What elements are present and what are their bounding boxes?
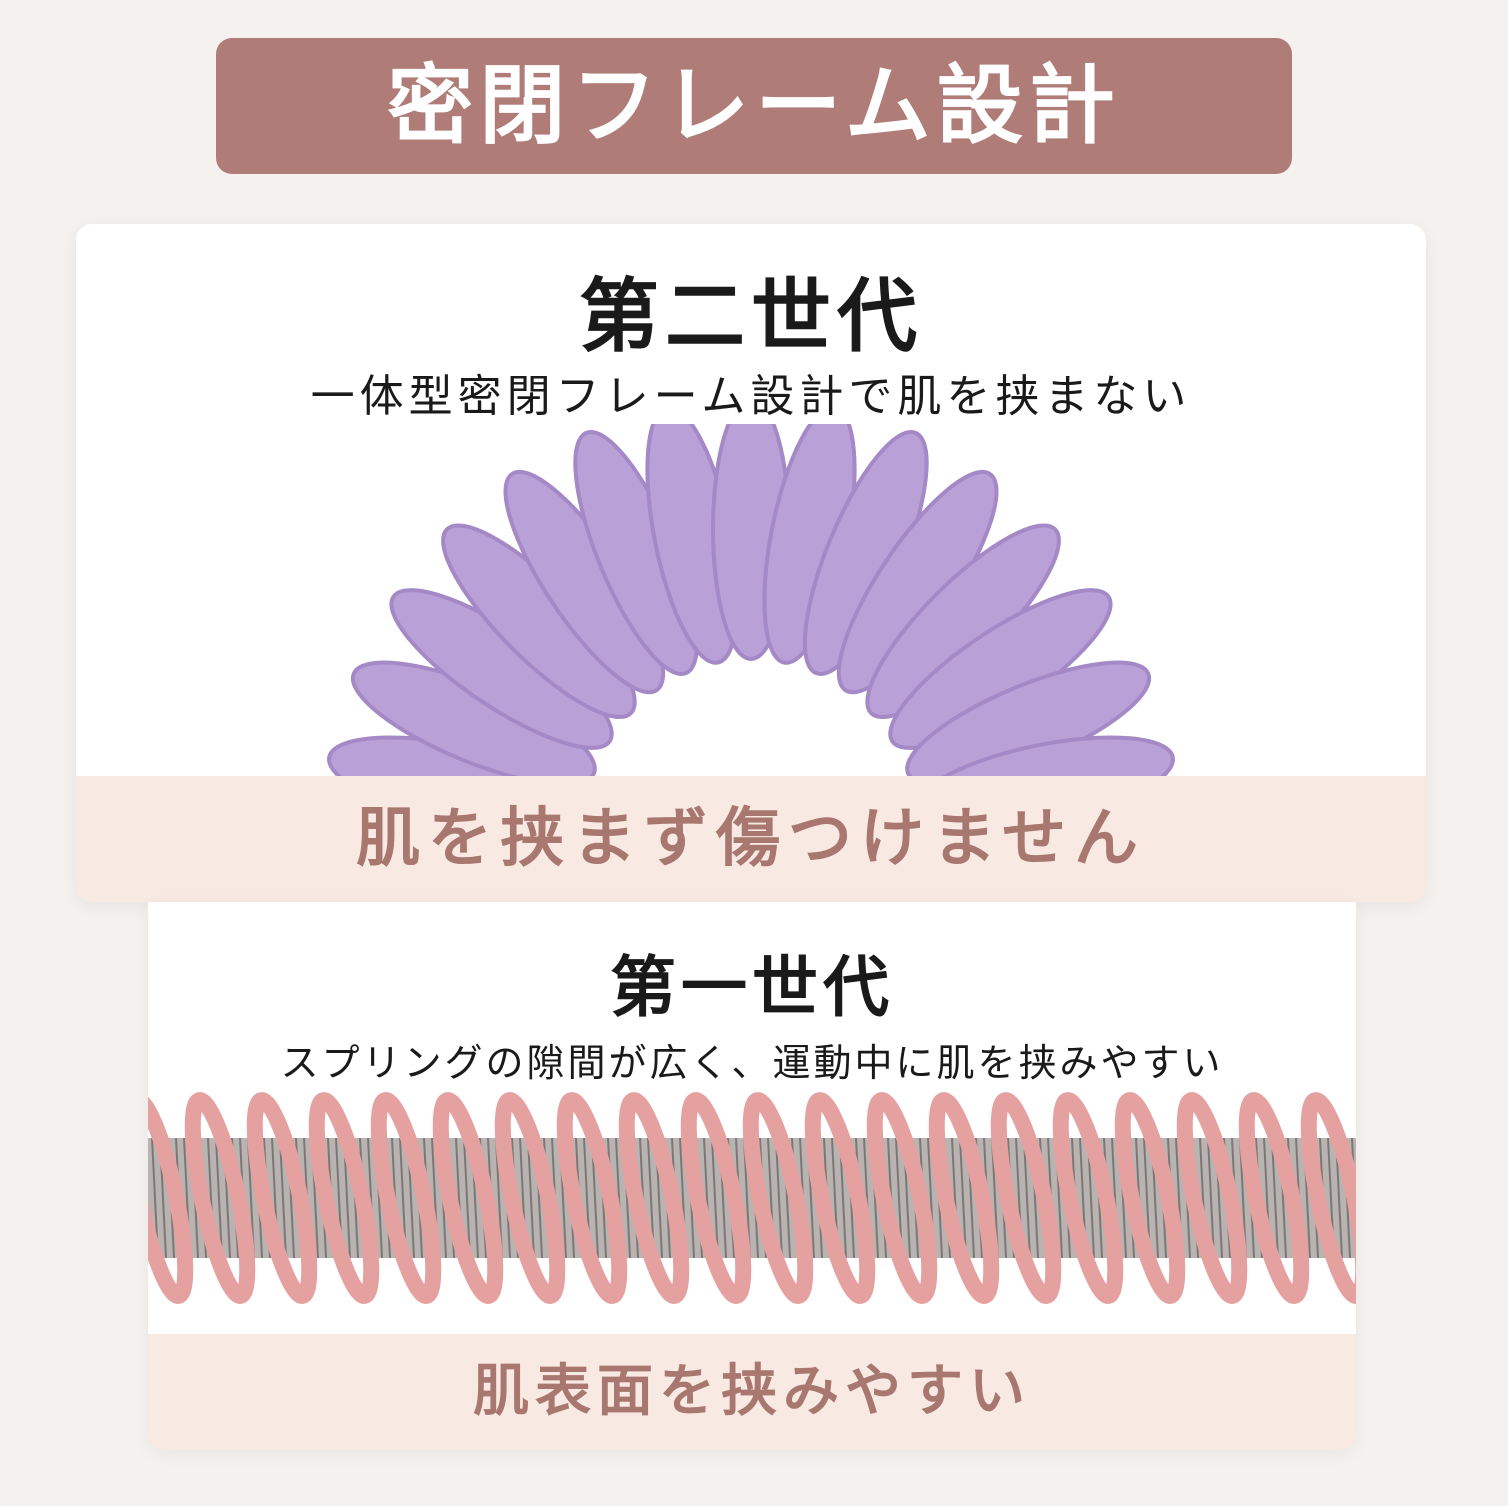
pink-coil: [680, 1092, 752, 1304]
pink-coil: [618, 1092, 690, 1304]
second-generation-caption: 肌を挟まず傷つけません: [76, 776, 1426, 902]
spring-image: [148, 1092, 1356, 1304]
pink-coil: [148, 1092, 194, 1304]
spring-coil: [279, 1137, 287, 1259]
pink-coil: [1176, 1092, 1248, 1304]
spring-coil: [711, 1137, 719, 1259]
spring-coil: [1207, 1137, 1215, 1259]
pink-coil: [1052, 1092, 1124, 1304]
spring-coil: [1023, 1137, 1031, 1259]
first-generation-subtitle: スプリングの隙間が広く、運動中に肌を挟みやすい: [280, 1041, 1224, 1085]
sealed-frame-image: [327, 424, 1175, 776]
pink-coil: [432, 1092, 504, 1304]
pink-coil: [866, 1092, 938, 1304]
pink-coil: [1300, 1092, 1356, 1304]
second-generation-card: 第二世代 一体型密閉フレーム設計で肌を挟まない 肌を挟まず傷つけません: [76, 224, 1426, 902]
frame-ring: [915, 735, 1175, 776]
second-generation-heading: 第二世代: [579, 270, 923, 363]
pink-coil: [1114, 1092, 1186, 1304]
spring-coil: [215, 1137, 223, 1259]
pink-coil: [1238, 1092, 1310, 1304]
spring-coil: [527, 1137, 535, 1259]
pink-coil: [370, 1092, 442, 1304]
pink-coil: [928, 1092, 1000, 1304]
spring-coil: [959, 1137, 967, 1259]
pink-coil: [308, 1092, 380, 1304]
pink-coil: [742, 1092, 814, 1304]
spring-coil: [463, 1137, 471, 1259]
pink-coil: [990, 1092, 1062, 1304]
second-generation-subtitle: 一体型密閉フレーム設計で肌を挟まない: [310, 371, 1192, 422]
pink-coil: [246, 1092, 318, 1304]
pink-coil: [494, 1092, 566, 1304]
spring-coil: [1271, 1137, 1279, 1259]
pink-coil: [556, 1092, 628, 1304]
pink-coil: [804, 1092, 876, 1304]
first-generation-heading: 第一世代: [610, 949, 894, 1026]
spring-coil: [775, 1137, 783, 1259]
arc-center: [636, 734, 866, 776]
title-banner: 密閉フレーム設計: [216, 38, 1292, 174]
first-generation-card: 第一世代 スプリングの隙間が広く、運動中に肌を挟みやすい 肌表面を挟みやすい: [148, 902, 1356, 1450]
first-generation-caption: 肌表面を挟みやすい: [148, 1334, 1356, 1450]
pink-coil: [184, 1092, 256, 1304]
